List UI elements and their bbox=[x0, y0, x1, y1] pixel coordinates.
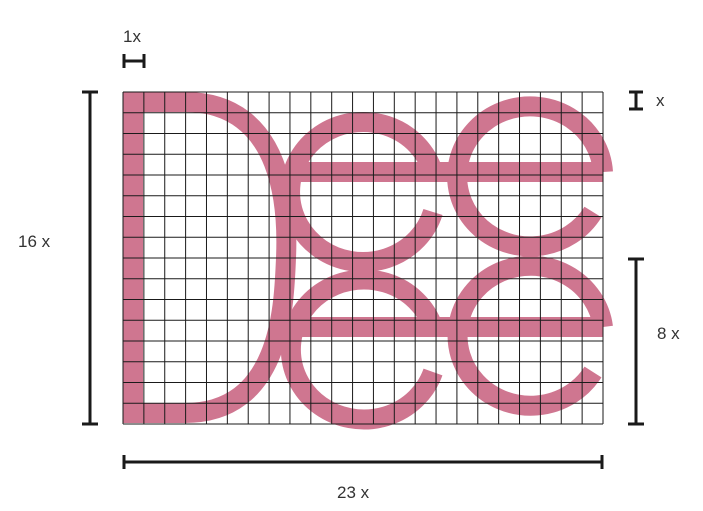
dimension-markers bbox=[82, 54, 644, 469]
letter-e-top-right-bowl bbox=[447, 96, 613, 257]
stroke-height-marker bbox=[629, 90, 643, 111]
half-height-label: 8 x bbox=[657, 324, 680, 343]
total-width-marker bbox=[122, 455, 604, 469]
half-height-marker bbox=[628, 257, 644, 426]
letter-e-top-left-bowl bbox=[280, 112, 443, 272]
stroke-unit-label: x bbox=[656, 91, 665, 110]
construction-grid bbox=[122, 91, 604, 425]
unit-label: 1x bbox=[123, 27, 141, 46]
width-label: 23 x bbox=[337, 483, 370, 502]
unit-width-marker bbox=[122, 54, 146, 68]
letterforms bbox=[123, 92, 613, 430]
height-label: 16 x bbox=[18, 232, 51, 251]
total-height-marker bbox=[82, 90, 98, 426]
letter-e-bottom-left-bowl bbox=[280, 269, 443, 430]
